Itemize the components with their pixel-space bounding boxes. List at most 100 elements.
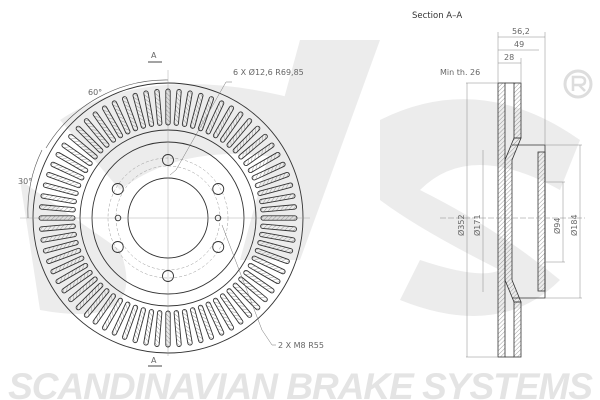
vent-slot — [251, 255, 286, 275]
hub-face — [537, 151, 546, 292]
section-marker-top: A — [151, 51, 157, 60]
bolt-hole — [162, 154, 174, 166]
vent-slot — [260, 215, 298, 221]
vent-slot — [121, 96, 139, 132]
dim-center-bore: Ø94 — [552, 218, 562, 234]
vent-slot — [38, 215, 76, 221]
vent-slot — [257, 239, 294, 254]
vent-slot — [219, 293, 244, 325]
bolt-hole — [111, 183, 124, 195]
vent-slot — [205, 301, 225, 336]
vent-slot — [260, 204, 297, 213]
bolt-hole — [212, 241, 225, 253]
disc-front-view — [20, 61, 310, 367]
outer-plate-top — [513, 82, 522, 139]
vent-slot — [46, 247, 82, 265]
angle-30-label: 30° — [18, 177, 32, 186]
vent-slots — [38, 88, 298, 348]
vent-slot — [132, 92, 147, 129]
thread-hole — [214, 214, 222, 222]
vent-slot — [101, 105, 124, 139]
vent-slot — [243, 269, 275, 294]
vent-slot — [92, 111, 117, 143]
brand-watermark-text: SCANDINAVIAN BRAKE SYSTEMS — [8, 366, 593, 400]
vent-slot — [154, 310, 163, 347]
vent-slot — [173, 310, 182, 347]
dim-hat-outer: Ø171 — [472, 214, 482, 236]
vent-slot — [243, 142, 275, 167]
vent-slot — [39, 223, 76, 232]
registered-mark-icon — [563, 69, 593, 99]
dim-thickness: 28 — [504, 53, 514, 62]
vent-slot — [212, 297, 235, 331]
vent-slot — [111, 301, 131, 336]
vent-slot — [68, 276, 98, 303]
vent-slot — [247, 151, 281, 174]
vent-slot — [50, 161, 85, 181]
vent-slot — [260, 223, 297, 232]
vent-slot — [165, 88, 171, 126]
vent-slot — [143, 90, 155, 127]
bolt-callout-leader — [169, 81, 232, 176]
vent-slot — [132, 307, 147, 344]
vent-slot — [189, 307, 204, 344]
bolt-hole — [111, 241, 124, 253]
vent-slot — [61, 142, 93, 167]
logo-slash — [240, 40, 380, 260]
outer-plate-bottom — [513, 301, 522, 358]
vent-slot — [61, 269, 93, 294]
thread-hole — [114, 214, 122, 222]
vent-slot — [247, 262, 281, 285]
vent-slot — [83, 288, 110, 318]
vent-slot — [75, 282, 104, 311]
thread-callout-leader — [221, 224, 276, 346]
disc-section-view — [440, 32, 585, 358]
vent-slot — [50, 255, 85, 275]
vent-slot — [55, 262, 89, 285]
vent-slot — [92, 293, 117, 325]
bolt-hole — [212, 183, 225, 195]
vent-slot — [143, 309, 155, 346]
vent-slot — [173, 89, 182, 126]
angle-60-arc — [45, 79, 169, 149]
vent-slot — [165, 310, 171, 348]
vent-slot — [226, 118, 253, 148]
dim-outer-diameter: Ø352 — [456, 214, 466, 236]
section-title: Section A–A — [412, 11, 462, 21]
vent-slot — [232, 125, 261, 154]
mounting-holes — [111, 154, 225, 282]
vent-slot — [68, 133, 98, 160]
vent-slot — [40, 193, 77, 205]
vent-slot — [42, 182, 79, 197]
vent-slot — [40, 231, 77, 243]
dim-hat-diameter: Ø184 — [569, 214, 579, 236]
vent-slot — [111, 100, 131, 135]
vent-slot — [254, 171, 290, 189]
dim-overall-height: 56,2 — [512, 27, 530, 36]
dimension-lines — [440, 32, 585, 358]
vent-slot — [154, 89, 163, 126]
vent-slot — [238, 276, 268, 303]
vent-slot — [197, 304, 215, 340]
bolt-hole — [162, 270, 174, 282]
vent-slot — [181, 309, 193, 346]
vent-slot — [121, 304, 139, 340]
vent-slot — [39, 204, 76, 213]
angle-30-arc — [27, 149, 43, 219]
vent-slot — [205, 100, 225, 135]
vent-slot — [257, 182, 294, 197]
vent-slot — [254, 247, 290, 265]
vent-slot — [181, 90, 193, 127]
thread-holes-callout: 2 X M8 R55 — [278, 341, 324, 350]
min-thickness: Min th. 26 — [440, 68, 480, 77]
angle-60-label: 60° — [88, 88, 102, 97]
section-marker-bottom: A — [151, 356, 157, 365]
vent-slot — [46, 171, 82, 189]
vent-slot — [259, 193, 296, 205]
vent-slot — [189, 92, 204, 129]
vent-slot — [75, 125, 104, 154]
bolt-holes-callout: 6 X Ø12,6 R69,85 — [233, 67, 304, 77]
vent-slot — [197, 96, 215, 132]
